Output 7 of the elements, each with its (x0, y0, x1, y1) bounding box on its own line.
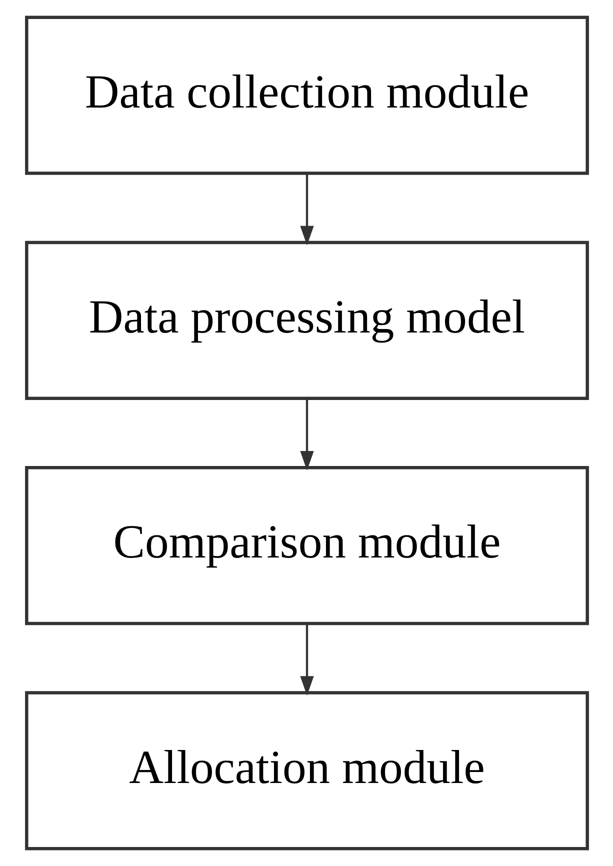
arrow (300, 173, 314, 246)
node-box: Allocation module (24, 691, 588, 850)
arrow (300, 624, 314, 696)
node-box: Data processing model (24, 240, 588, 400)
node-box: Comparison module (24, 466, 588, 626)
arrow (300, 398, 314, 471)
node-box: Data collection module (24, 16, 588, 175)
